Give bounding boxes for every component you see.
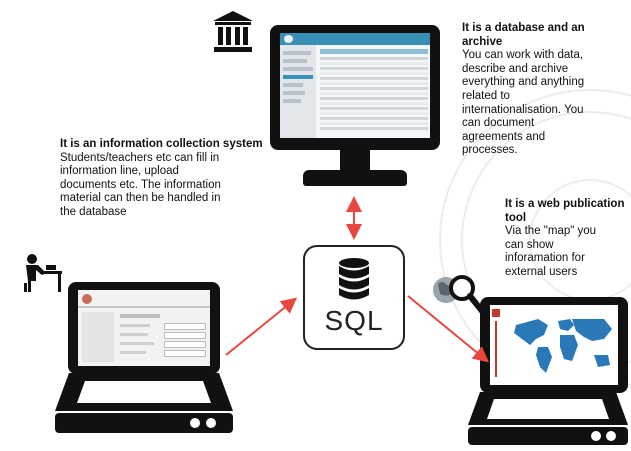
map-app-screen xyxy=(490,305,618,385)
database-app-screen xyxy=(280,33,430,138)
monitor-neck xyxy=(340,150,370,172)
caption-web-body: Via the "map" you can show inforamation … xyxy=(505,225,597,278)
caption-collection: It is an information collection system S… xyxy=(60,138,280,220)
caption-web: It is a web publication tool Via the "ma… xyxy=(505,198,627,280)
arrow-sql-to-web xyxy=(407,295,490,363)
monitor-base xyxy=(303,170,407,186)
database-icon xyxy=(339,258,369,300)
app-sidebar xyxy=(280,45,316,138)
sql-database-node: SQL xyxy=(303,245,405,350)
caption-collection-title: It is an information collection system xyxy=(60,138,263,150)
student-at-desk-icon xyxy=(24,254,62,292)
caption-database-title: It is a database and an archive xyxy=(462,22,585,48)
caption-collection-body: Students/teachers etc can fill in inform… xyxy=(60,151,221,218)
laptop-right-base xyxy=(468,392,628,445)
app-header-bar xyxy=(280,33,430,45)
globe-search-icon xyxy=(433,275,489,319)
sql-label: SQL xyxy=(324,305,384,336)
institution-icon xyxy=(213,11,253,52)
app-logo-icon xyxy=(284,35,293,43)
app-data-grid xyxy=(320,49,428,137)
arrow-laptop-to-sql xyxy=(225,297,298,356)
form-app-screen xyxy=(78,290,210,366)
laptop-left-base xyxy=(55,373,233,433)
caption-database: It is a database and an archive You can … xyxy=(462,22,628,158)
world-map xyxy=(514,319,612,373)
caption-database-body: You can work with data, describe and arc… xyxy=(462,49,585,157)
caption-web-title: It is a web publication tool xyxy=(505,198,625,224)
